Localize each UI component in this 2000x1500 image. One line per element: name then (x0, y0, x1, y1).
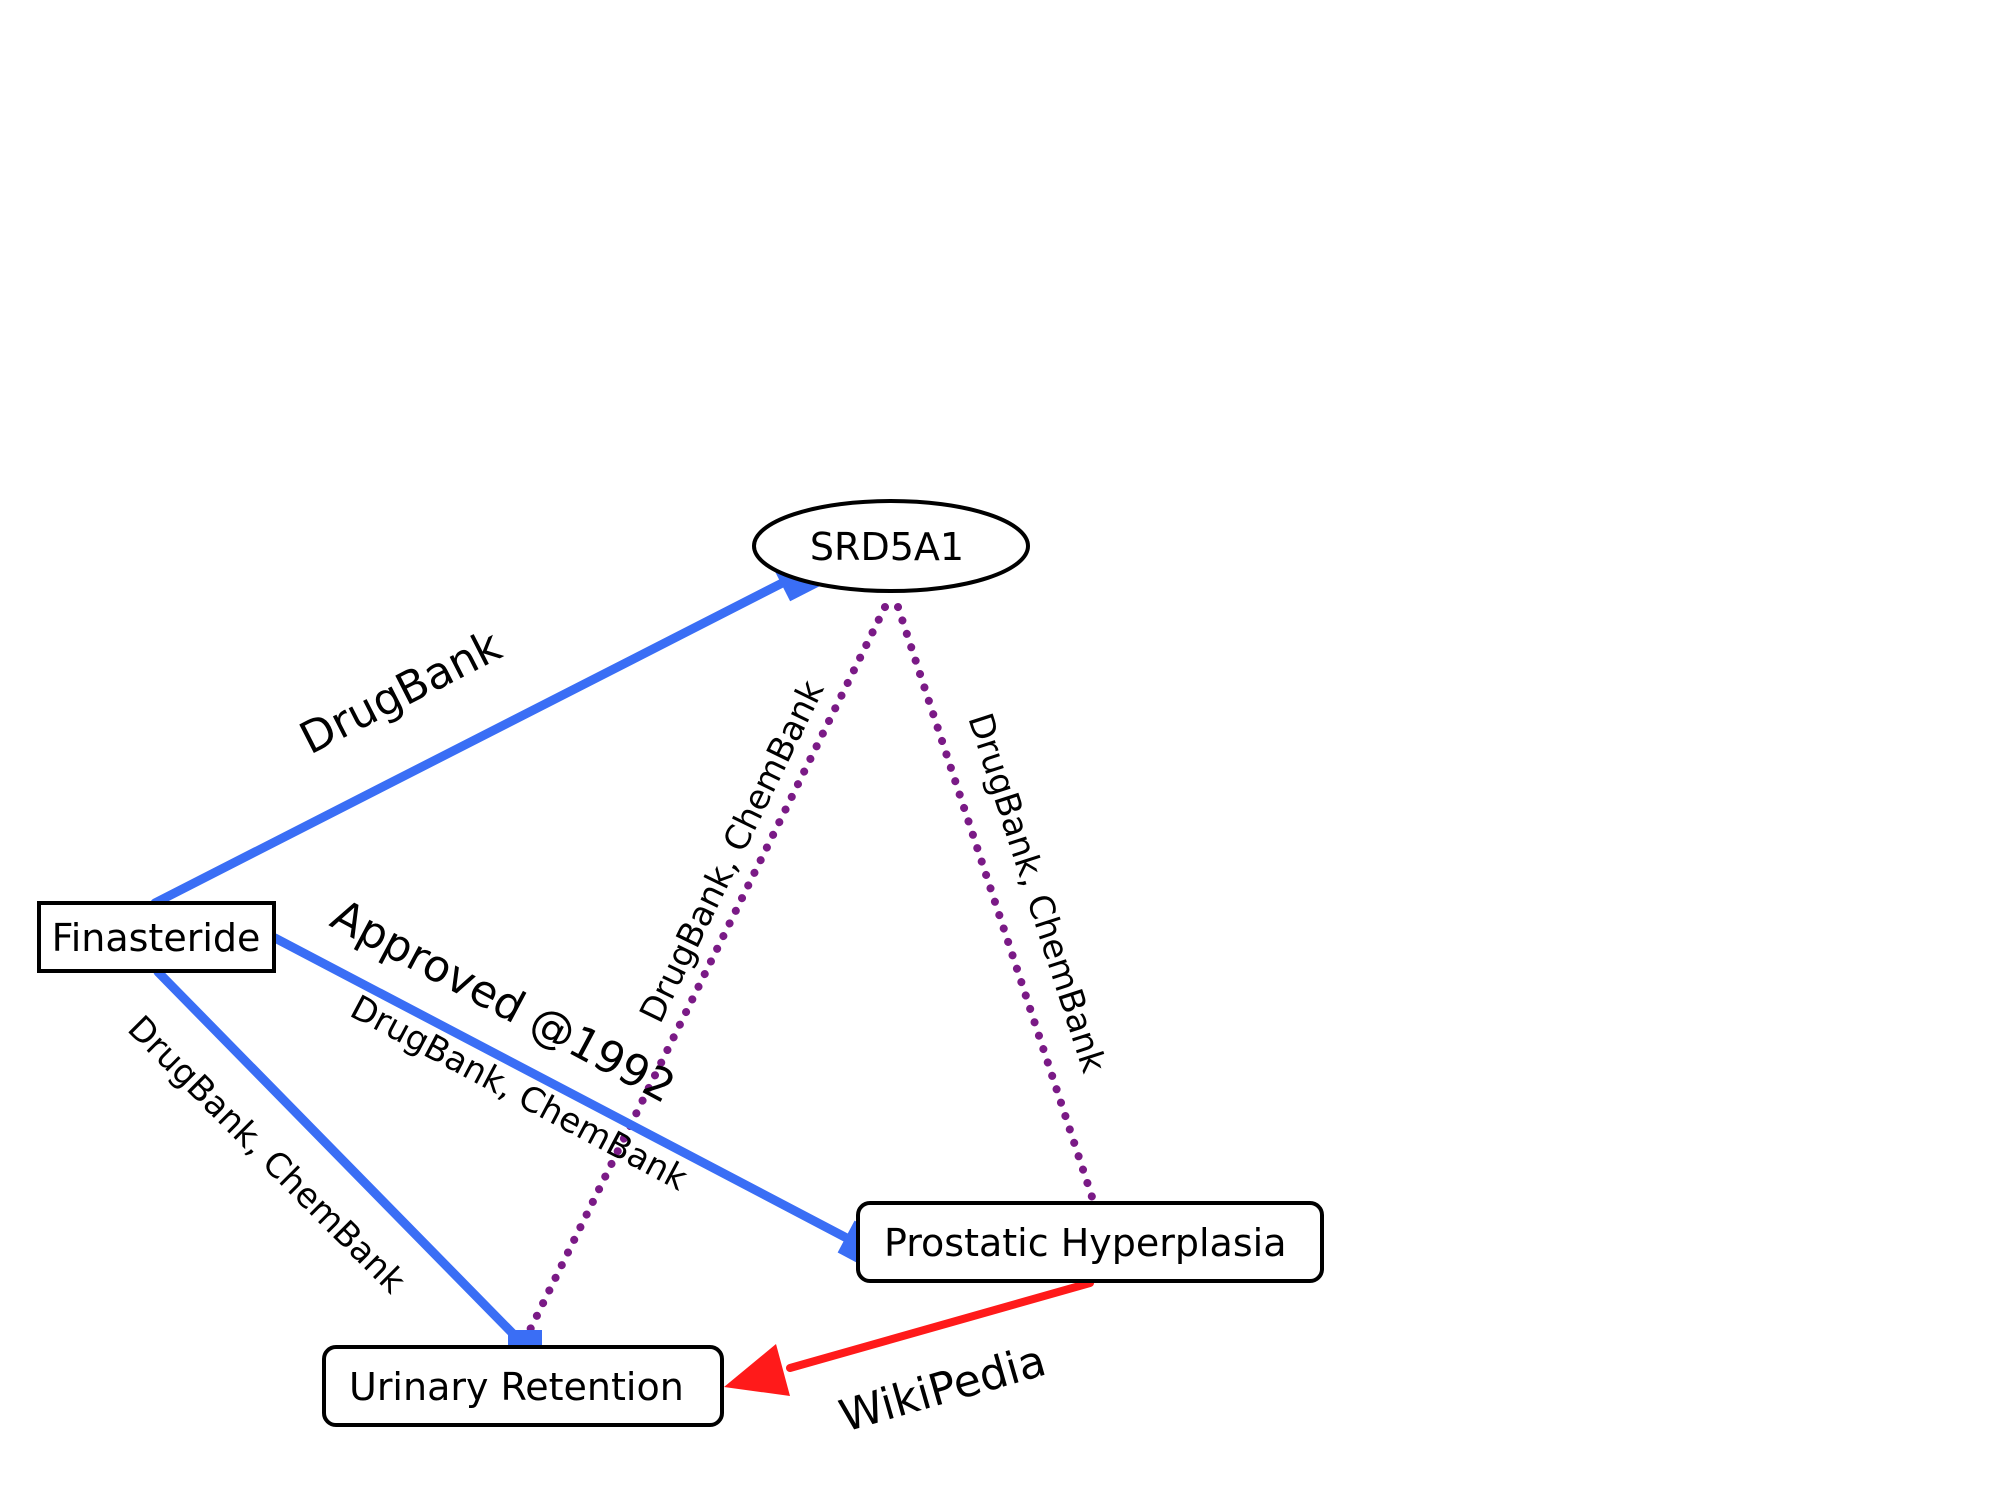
edge-prostatic-hyperplasia-urinary-retention (786, 1279, 1094, 1372)
node-srd5a1-shape (752, 499, 1030, 593)
edge-finasteride-prostatic-hyperplasia (270, 933, 865, 1250)
node-prostatic-hyperplasia-label: Prostatic Hyperplasia (884, 1221, 1287, 1265)
node-urinary-retention-shape (322, 1345, 724, 1427)
edge-srd5a1-urinary-retention (521, 603, 889, 1344)
node-prostatic-hyperplasia[interactable]: Prostatic Hyperplasia (856, 1201, 1324, 1283)
node-finasteride[interactable]: Finasteride (37, 901, 276, 973)
node-srd5a1-label: SRD5A1 (810, 525, 964, 569)
edge-label-prostatic-hyperplasia-urinary-retention: WikiPedia (834, 1335, 1051, 1442)
edge-label-finasteride-urinary-retention: DrugBank, ChemBank (120, 1008, 414, 1302)
node-srd5a1[interactable]: SRD5A1 (752, 499, 1030, 593)
node-urinary-retention[interactable]: Urinary Retention (322, 1345, 724, 1427)
edge-srd5a1-prostatic-hyperplasia (894, 603, 1097, 1204)
edge-label-srd5a1-urinary-retention: DrugBank, ChemBank (632, 674, 832, 1029)
node-finasteride-shape (37, 901, 276, 973)
edge-prostatic-hyperplasia-urinary-retention-arrowhead (724, 1344, 790, 1396)
node-prostatic-hyperplasia-shape (856, 1201, 1324, 1283)
node-urinary-retention-label: Urinary Retention (349, 1365, 684, 1409)
node-finasteride-label: Finasteride (52, 916, 261, 960)
edge-finasteride-srd5a1 (150, 570, 803, 908)
edge-finasteride-urinary-retention (153, 967, 527, 1348)
